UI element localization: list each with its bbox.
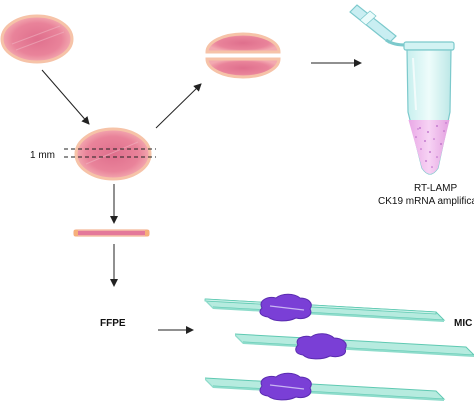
arrow-icon [41, 69, 90, 125]
tissue-section-icon [259, 293, 312, 322]
arrow-icon [155, 83, 202, 129]
ffpe-label: FFPE [100, 318, 126, 329]
lymph-node-icon [0, 14, 74, 64]
microtube-icon [349, 4, 455, 175]
slice-thickness-label: 1 mm [30, 150, 55, 161]
tissue-slice-icon [73, 229, 150, 237]
glass-slide-icon [204, 298, 446, 322]
half-node-icon [205, 32, 281, 79]
tissue-section-icon [259, 372, 312, 401]
tissue-section-icon [295, 333, 347, 360]
lymph-node-icon [74, 127, 152, 181]
glass-slide-icon [204, 377, 446, 401]
glass-slide-icon [234, 333, 474, 357]
mic-label: MIC [454, 318, 473, 329]
assay-name-label: RT-LAMP [414, 183, 458, 194]
assay-detail-label: CK19 mRNA amplificati [378, 196, 474, 207]
